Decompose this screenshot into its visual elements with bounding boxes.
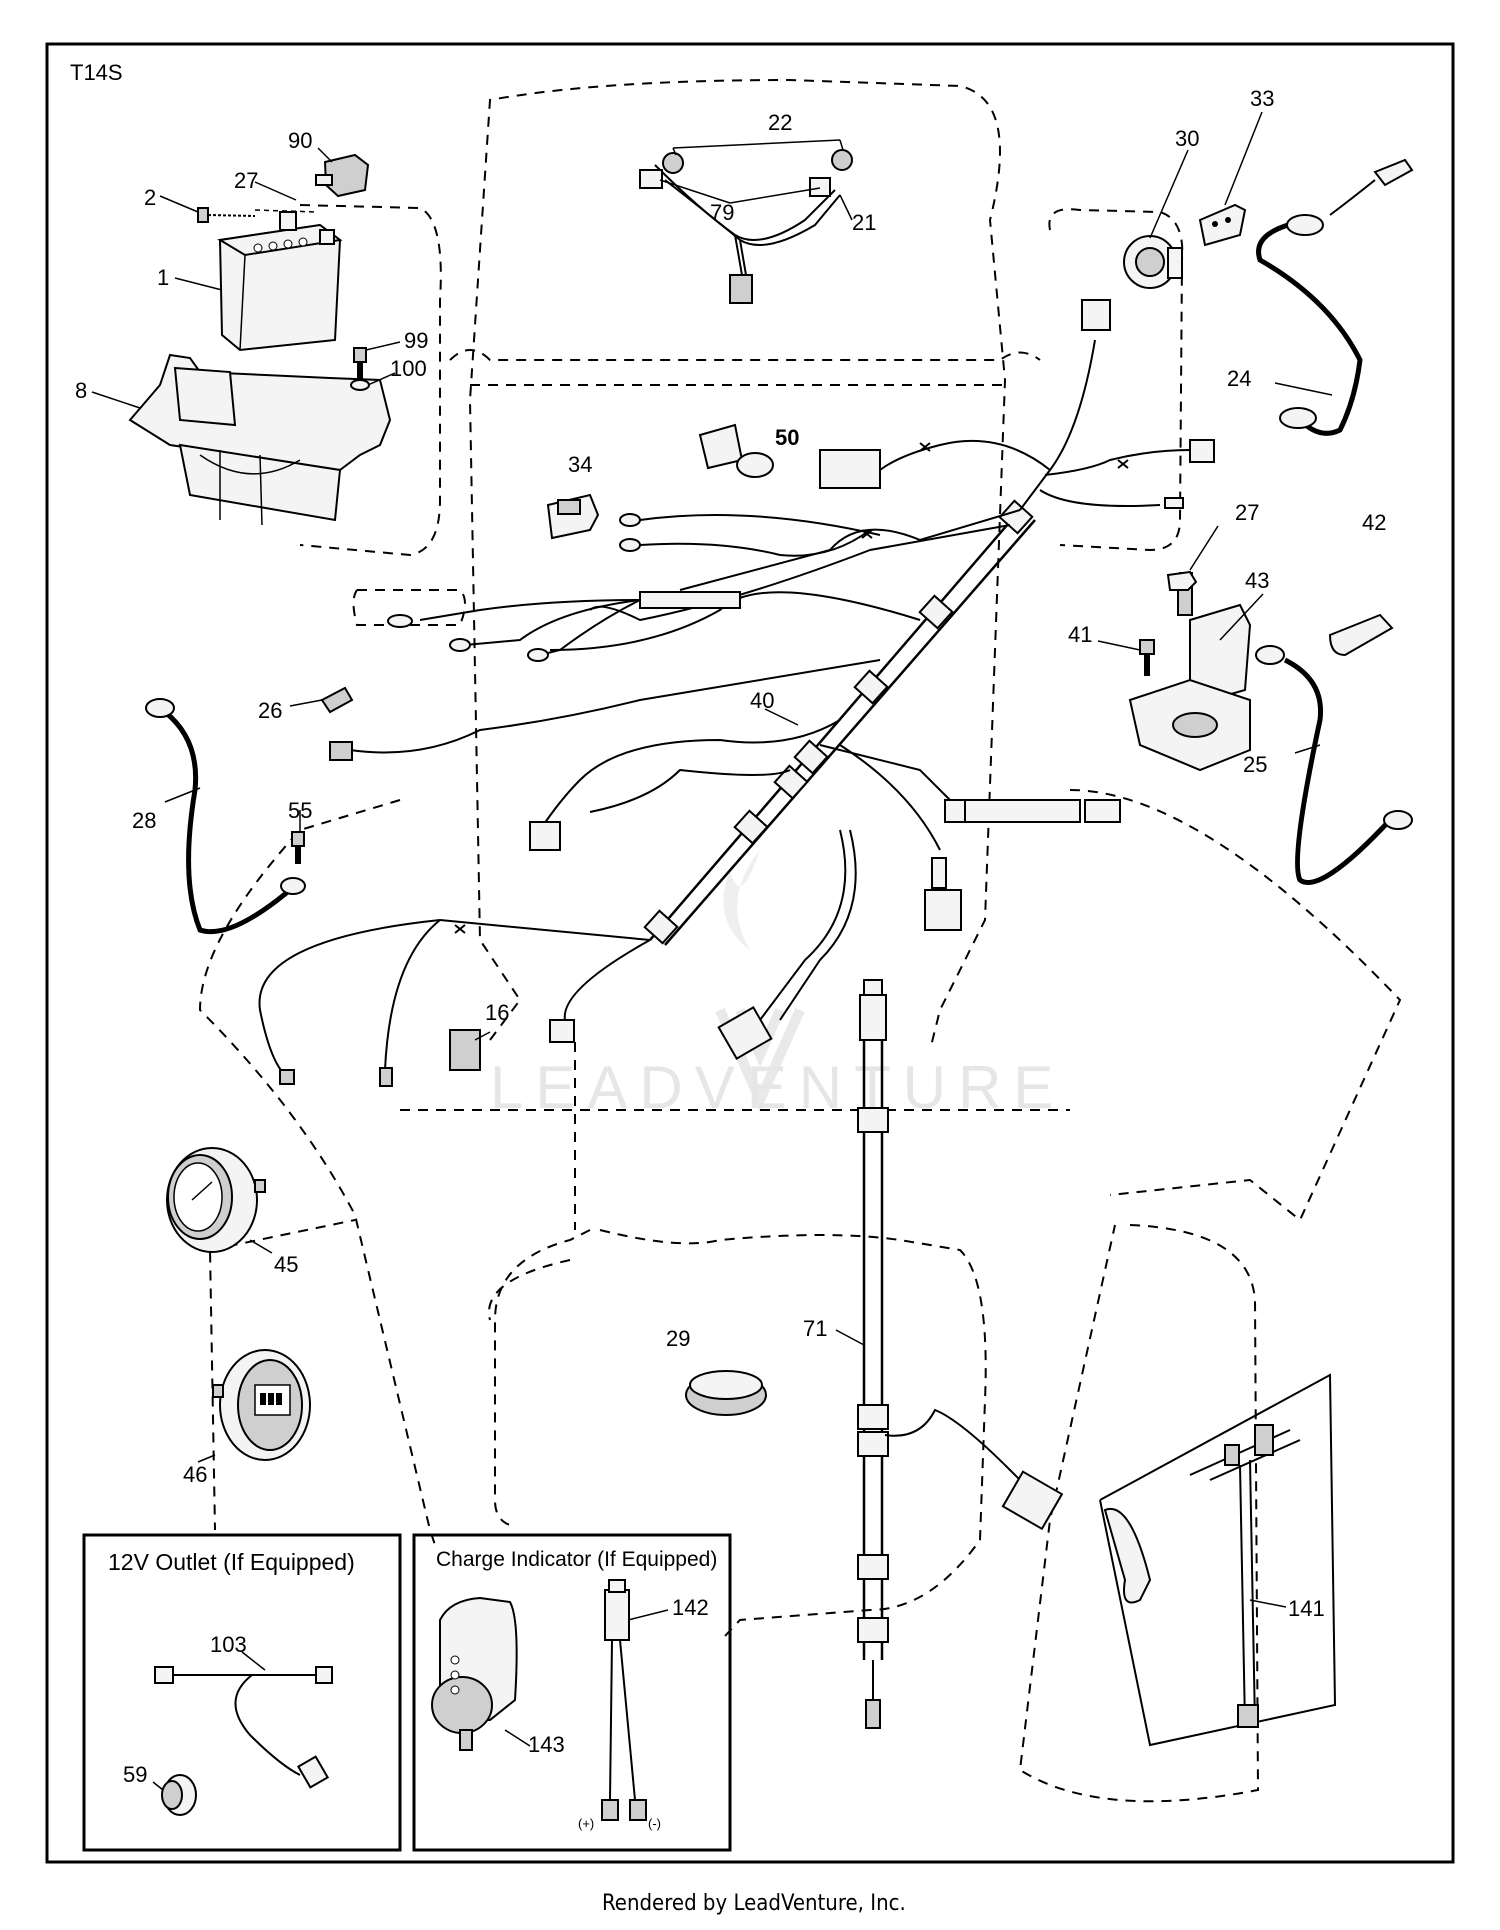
callout-25: 25	[1243, 752, 1267, 777]
callout-42: 42	[1362, 510, 1386, 535]
negative-terminal-label: (-)	[648, 1816, 661, 1831]
positive-terminal-label: (+)	[578, 1816, 594, 1831]
callout-16: 16	[485, 1000, 509, 1025]
diagram-code: T14S	[70, 60, 123, 85]
battery-tray	[128, 353, 392, 526]
frame-outlines	[198, 78, 1402, 1803]
leader-lines	[91, 111, 1333, 1791]
callout-43: 43	[1245, 568, 1269, 593]
outlet-inset-title: 12V Outlet (If Equipped)	[108, 1549, 355, 1575]
battery-bolt	[197, 207, 319, 223]
callout-27-solenoid: 27	[1235, 500, 1259, 525]
callout-71: 71	[803, 1316, 827, 1341]
callout-28: 28	[132, 808, 156, 833]
charge-harness-142	[601, 1579, 647, 1821]
callout-142: 142	[672, 1595, 709, 1620]
callout-1: 1	[157, 265, 169, 290]
callout-34: 34	[568, 452, 592, 477]
callout-27-nut: 27	[234, 168, 258, 193]
charge-inset-title: Charge Indicator (If Equipped)	[436, 1548, 717, 1571]
battery	[217, 211, 343, 352]
bolt-55	[291, 831, 305, 864]
charge-indicator-143	[431, 1596, 518, 1751]
callout-103: 103	[210, 1632, 247, 1657]
main-harness-40	[258, 299, 1215, 1087]
power-outlet-59	[161, 1774, 197, 1816]
callout-45: 45	[274, 1252, 298, 1277]
battery-cable-25	[1255, 645, 1413, 885]
callout-8: 8	[75, 378, 87, 403]
callout-labels: 90 2 27 1 99 100 8 22 79 21 30 33 24 50 …	[75, 86, 1386, 1787]
footer-credit: Rendered by LeadVenture, Inc.	[602, 1891, 906, 1916]
callout-24: 24	[1227, 366, 1251, 391]
solenoid-43	[1128, 572, 1252, 772]
callout-46: 46	[183, 1462, 207, 1487]
callout-59: 59	[123, 1762, 147, 1787]
outlet-inset: 12V Outlet (If Equipped)	[82, 1533, 402, 1852]
ignition-switch-30	[1123, 235, 1183, 289]
callout-100: 100	[390, 356, 427, 381]
bolt-99	[350, 347, 370, 391]
diagram-frame	[45, 42, 1455, 1864]
callout-33: 33	[1250, 86, 1274, 111]
charge-indicator-inset: Charge Indicator (If Equipped) (+) (-)	[412, 1533, 732, 1852]
rear-harness-71	[857, 979, 1064, 1729]
terminal-cover-90	[315, 153, 370, 198]
callout-29: 29	[666, 1326, 690, 1351]
callout-79: 79	[710, 200, 734, 225]
nut-27	[1166, 570, 1198, 591]
watermark: LEADVENTURE	[490, 850, 1053, 1121]
seat-switch-cable-141	[1099, 1373, 1337, 1747]
callout-141: 141	[1288, 1596, 1325, 1621]
battery-cable-24	[1256, 158, 1414, 436]
ignition-key-33	[1198, 203, 1247, 247]
callout-90: 90	[288, 128, 312, 153]
callout-40: 40	[750, 688, 774, 713]
callout-99: 99	[404, 328, 428, 353]
callout-55: 55	[288, 798, 312, 823]
bolt-41	[1139, 639, 1155, 676]
hour-meter-46	[212, 1349, 311, 1461]
callout-26: 26	[258, 698, 282, 723]
callout-50: 50	[775, 425, 799, 450]
headlight-harness	[639, 149, 853, 304]
terminal-boot-42	[1328, 613, 1394, 657]
callout-22: 22	[768, 110, 792, 135]
callout-21: 21	[852, 210, 876, 235]
grommet-29	[685, 1370, 767, 1416]
ammeter-45	[166, 1147, 266, 1253]
callout-2: 2	[144, 185, 156, 210]
callout-143: 143	[528, 1732, 565, 1757]
callout-41: 41	[1068, 622, 1092, 647]
ground-cable-28	[145, 698, 306, 935]
callout-30: 30	[1175, 126, 1199, 151]
